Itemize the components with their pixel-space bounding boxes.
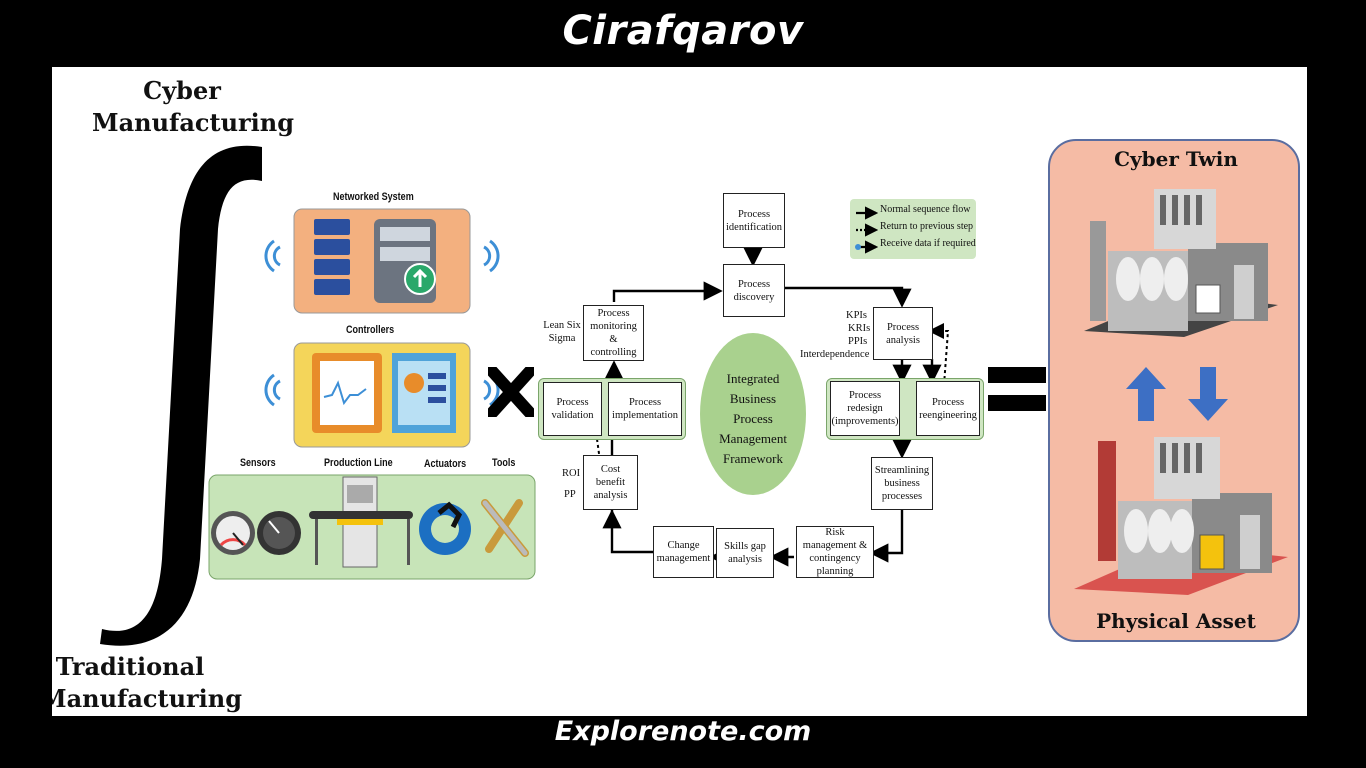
sync-arrows-icon	[1126, 367, 1228, 421]
legend-normal: Normal sequence flow	[880, 204, 971, 215]
legend-return: Return to previous step	[880, 221, 974, 232]
controllers-icon	[264, 342, 500, 448]
box-risk-management: Risk management & contingency planning	[796, 526, 874, 578]
box-process-analysis: Process analysis	[873, 307, 933, 360]
box-change-management: Change management	[653, 526, 714, 578]
box-streamlining: Streamlining business processes	[871, 457, 933, 510]
box-process-redesign: Process redesign (improvements)	[830, 381, 900, 436]
actuators-label: Actuators	[424, 458, 467, 470]
box-process-monitoring: Process monitoring & controlling	[583, 305, 644, 361]
box-process-validation: Process validation	[543, 382, 602, 436]
diagram-canvas: Cyber Manufacturing Traditional Manufact…	[52, 67, 1307, 716]
production-line-label: Production Line	[324, 457, 393, 469]
box-cost-benefit: Cost benefit analysis	[583, 455, 638, 510]
cyber-twin-label: Cyber Twin	[1114, 147, 1238, 171]
box-process-identification: Process identification	[723, 193, 785, 248]
flow-legend: Normal sequence flow Return to previous …	[850, 199, 976, 259]
framework-center-label: Integrated Business Process Management F…	[719, 371, 787, 466]
multiply-icon	[488, 367, 534, 417]
tools-label: Tools	[492, 457, 516, 469]
cyber-label-line2: Manufacturing	[92, 108, 295, 137]
networked-system-label: Networked System	[333, 191, 414, 203]
equals-icon	[988, 367, 1046, 411]
sensors-label: Sensors	[240, 457, 276, 469]
lean-six-sigma-label: Lean Six Sigma	[543, 320, 581, 344]
box-skills-gap: Skills gap analysis	[716, 528, 774, 578]
field-devices-icon	[208, 474, 536, 580]
kris-label: KRIs	[848, 323, 871, 334]
roi-label: ROI	[562, 468, 581, 479]
cyber-label-line1: Cyber	[143, 76, 221, 105]
ppis-label: PPIs	[848, 336, 868, 347]
box-process-implementation: Process implementation	[608, 382, 682, 436]
traditional-manufacturing-label: Traditional Manufacturing	[52, 651, 243, 715]
controllers-label: Controllers	[346, 324, 395, 336]
digital-twin-panel: Cyber Twin Physical Asset	[1048, 139, 1300, 642]
traditional-label-line2: Manufacturing	[52, 684, 243, 713]
site-footer: Explorenote.com	[554, 716, 812, 747]
legend-receive: Receive data if required	[880, 238, 976, 249]
page-title: Cirafqarov	[562, 8, 804, 54]
networked-system-icon	[264, 208, 500, 314]
cyber-manufacturing-label: Cyber Manufacturing	[92, 75, 295, 139]
physical-factory-icon	[1074, 437, 1288, 595]
box-process-reengineering: Process reengineering	[916, 381, 980, 436]
pp-label: PP	[564, 489, 576, 500]
interdependence-label: Interdependence	[800, 349, 870, 360]
framework-center-ellipse	[700, 333, 806, 495]
integral-sign-icon	[100, 145, 262, 646]
physical-asset-label: Physical Asset	[1096, 609, 1256, 633]
traditional-label-line1: Traditional	[55, 652, 205, 681]
kpis-label: KPIs	[846, 310, 868, 321]
box-process-discovery: Process discovery	[723, 264, 785, 317]
cyber-factory-icon	[1084, 189, 1278, 337]
legend-arrows-icon	[855, 206, 879, 254]
